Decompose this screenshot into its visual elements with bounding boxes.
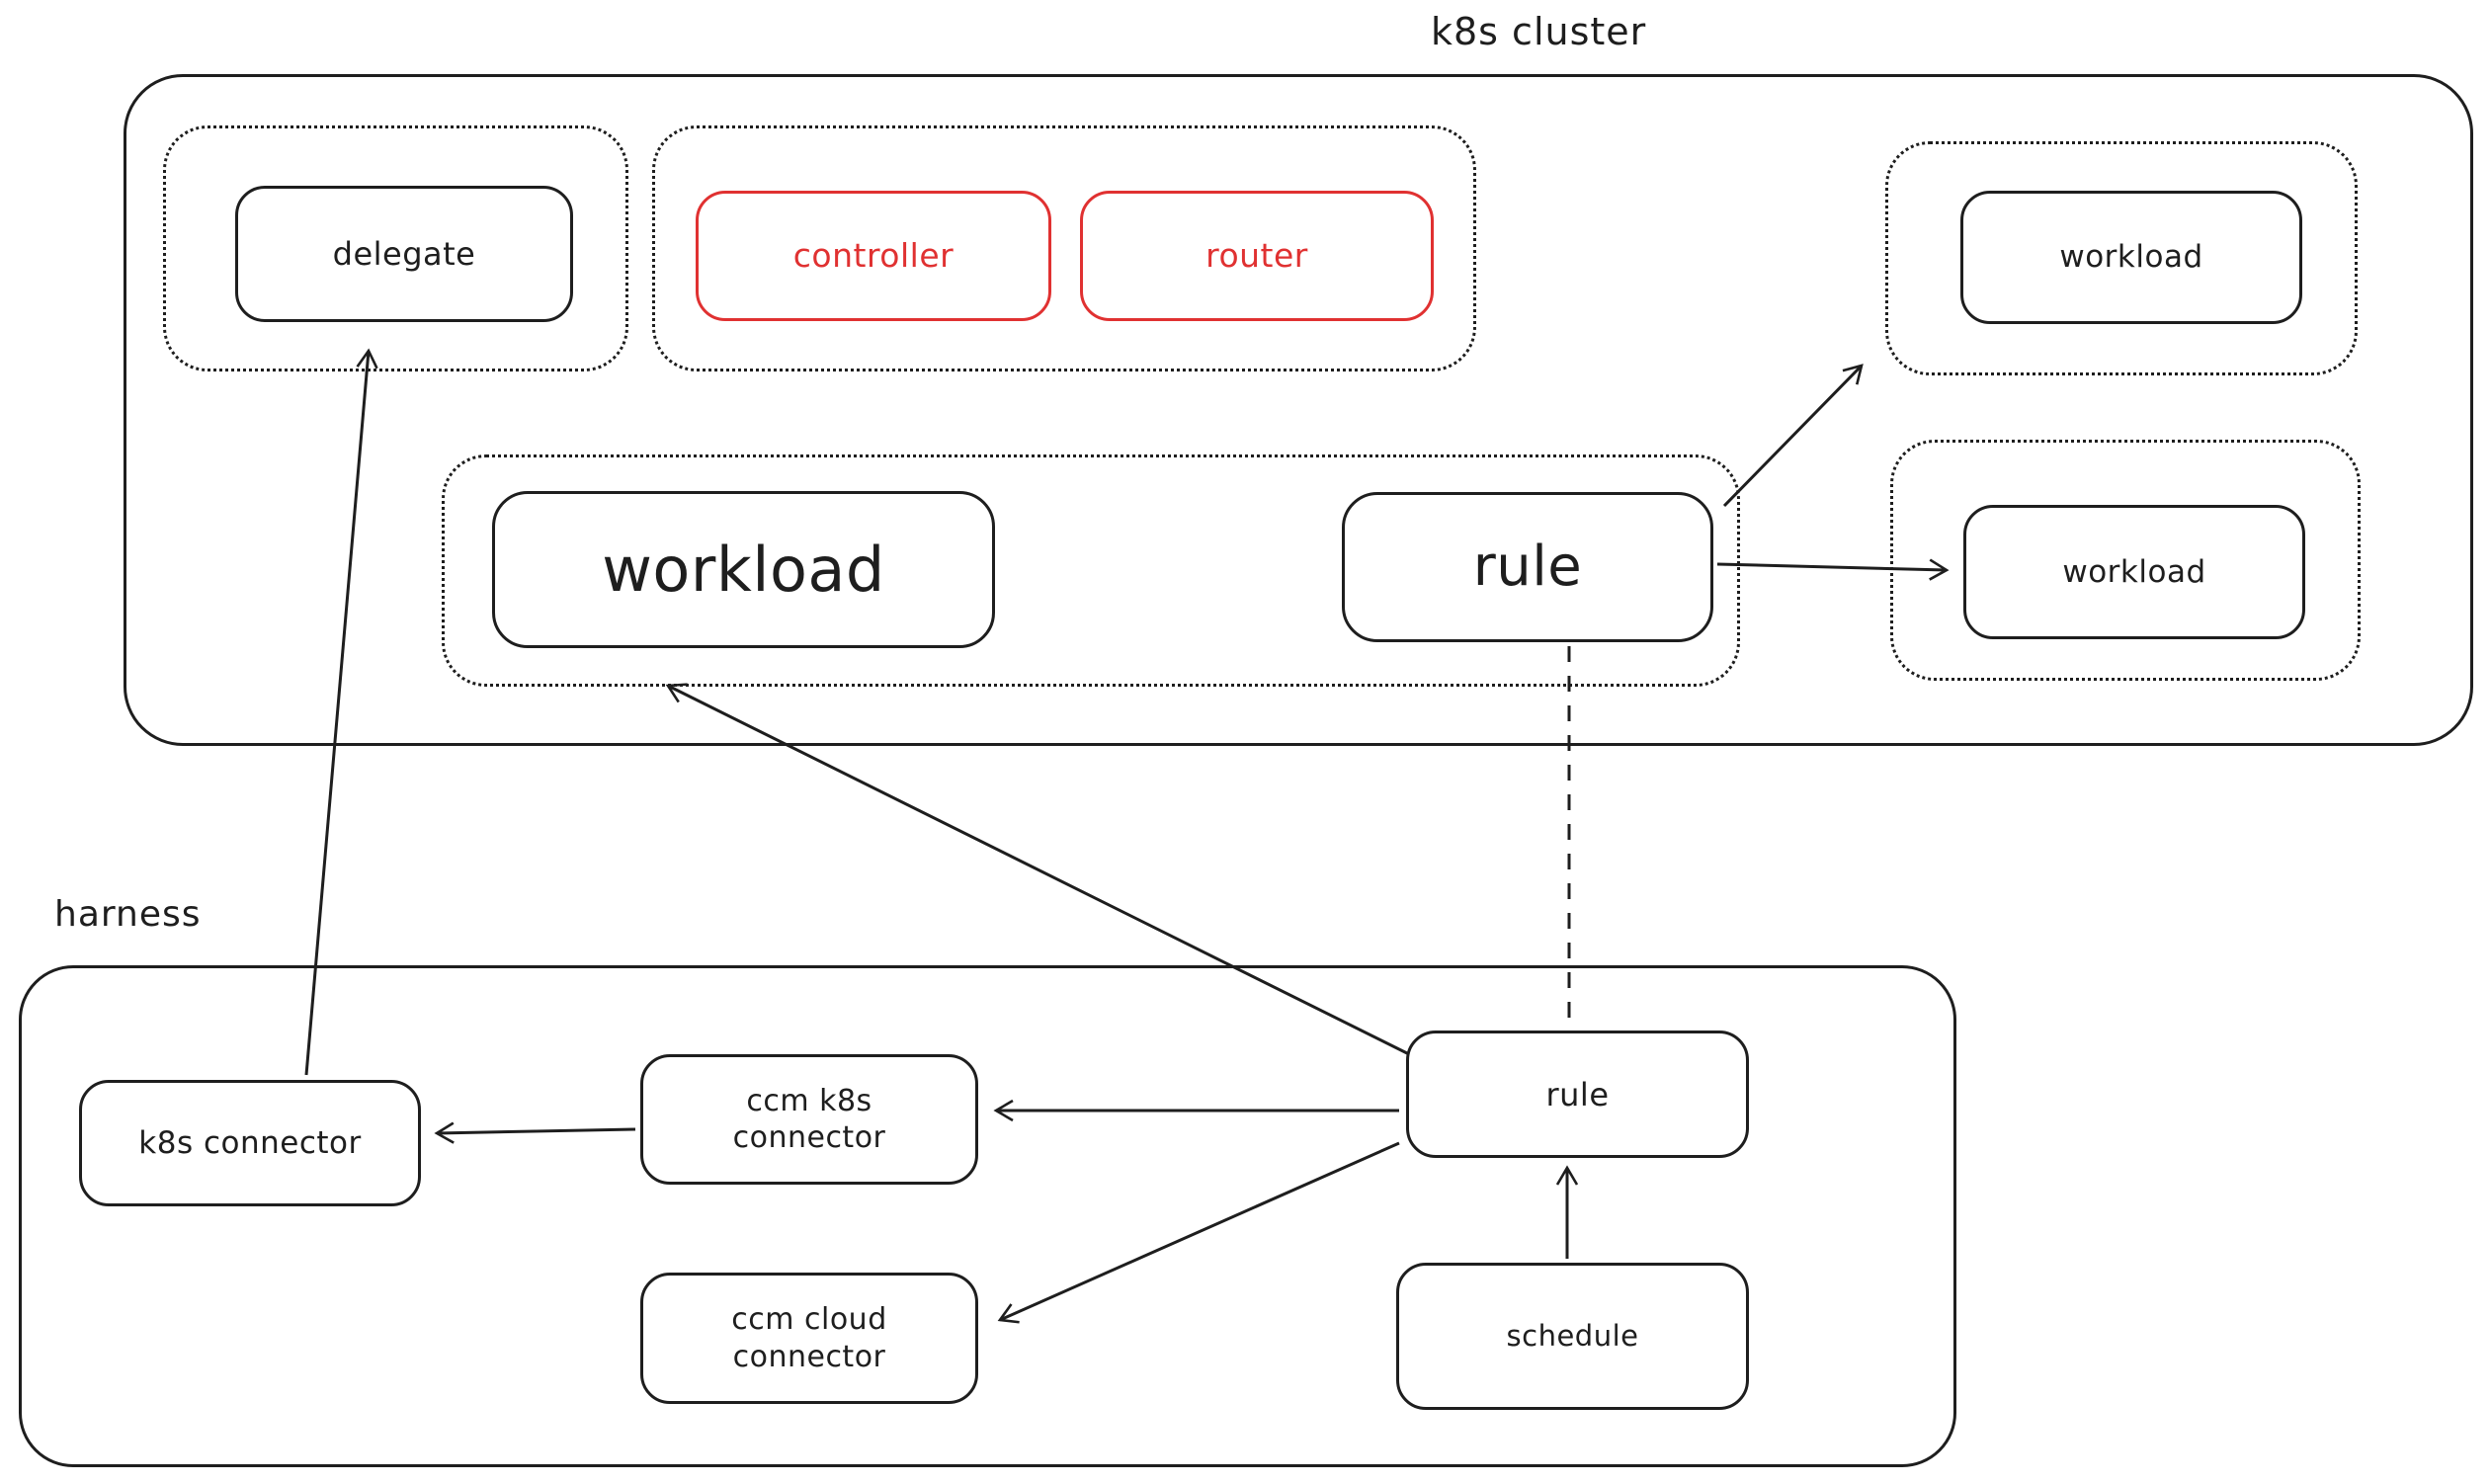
node-schedule: schedule bbox=[1396, 1263, 1749, 1410]
node-workload-main: workload bbox=[492, 491, 995, 648]
node-k8s-connector-label: k8s connector bbox=[138, 1124, 362, 1161]
k8s-cluster-label: k8s cluster bbox=[1431, 10, 1647, 53]
workload-top-right-group bbox=[1885, 141, 2358, 375]
node-delegate-label: delegate bbox=[332, 235, 476, 273]
delegate-group bbox=[163, 125, 628, 371]
controller-router-group bbox=[652, 125, 1476, 371]
node-rule-harness-label: rule bbox=[1545, 1075, 1610, 1113]
node-router: router bbox=[1080, 191, 1434, 321]
node-ccm-k8s-connector: ccm k8s connector bbox=[640, 1054, 978, 1185]
node-controller: controller bbox=[696, 191, 1051, 321]
node-ccm-cloud-connector-label: ccm cloud connector bbox=[731, 1302, 887, 1374]
node-workload-right: workload bbox=[1963, 505, 2305, 639]
node-delegate: delegate bbox=[235, 186, 573, 322]
workload-right-group bbox=[1890, 440, 2361, 681]
node-schedule-label: schedule bbox=[1506, 1319, 1639, 1354]
harness-label: harness bbox=[54, 894, 202, 935]
node-workload-main-label: workload bbox=[602, 533, 885, 606]
node-ccm-k8s-connector-label: ccm k8s connector bbox=[732, 1083, 886, 1156]
node-rule-main: rule bbox=[1342, 492, 1713, 642]
node-router-label: router bbox=[1205, 236, 1308, 276]
node-ccm-cloud-connector: ccm cloud connector bbox=[640, 1273, 978, 1404]
node-controller-label: controller bbox=[792, 236, 955, 276]
node-k8s-connector: k8s connector bbox=[79, 1080, 421, 1206]
node-rule-main-label: rule bbox=[1472, 535, 1583, 599]
node-workload-top-right: workload bbox=[1960, 191, 2302, 324]
node-rule-harness: rule bbox=[1406, 1031, 1749, 1158]
node-workload-top-right-label: workload bbox=[2059, 239, 2203, 276]
node-workload-right-label: workload bbox=[2062, 553, 2206, 590]
